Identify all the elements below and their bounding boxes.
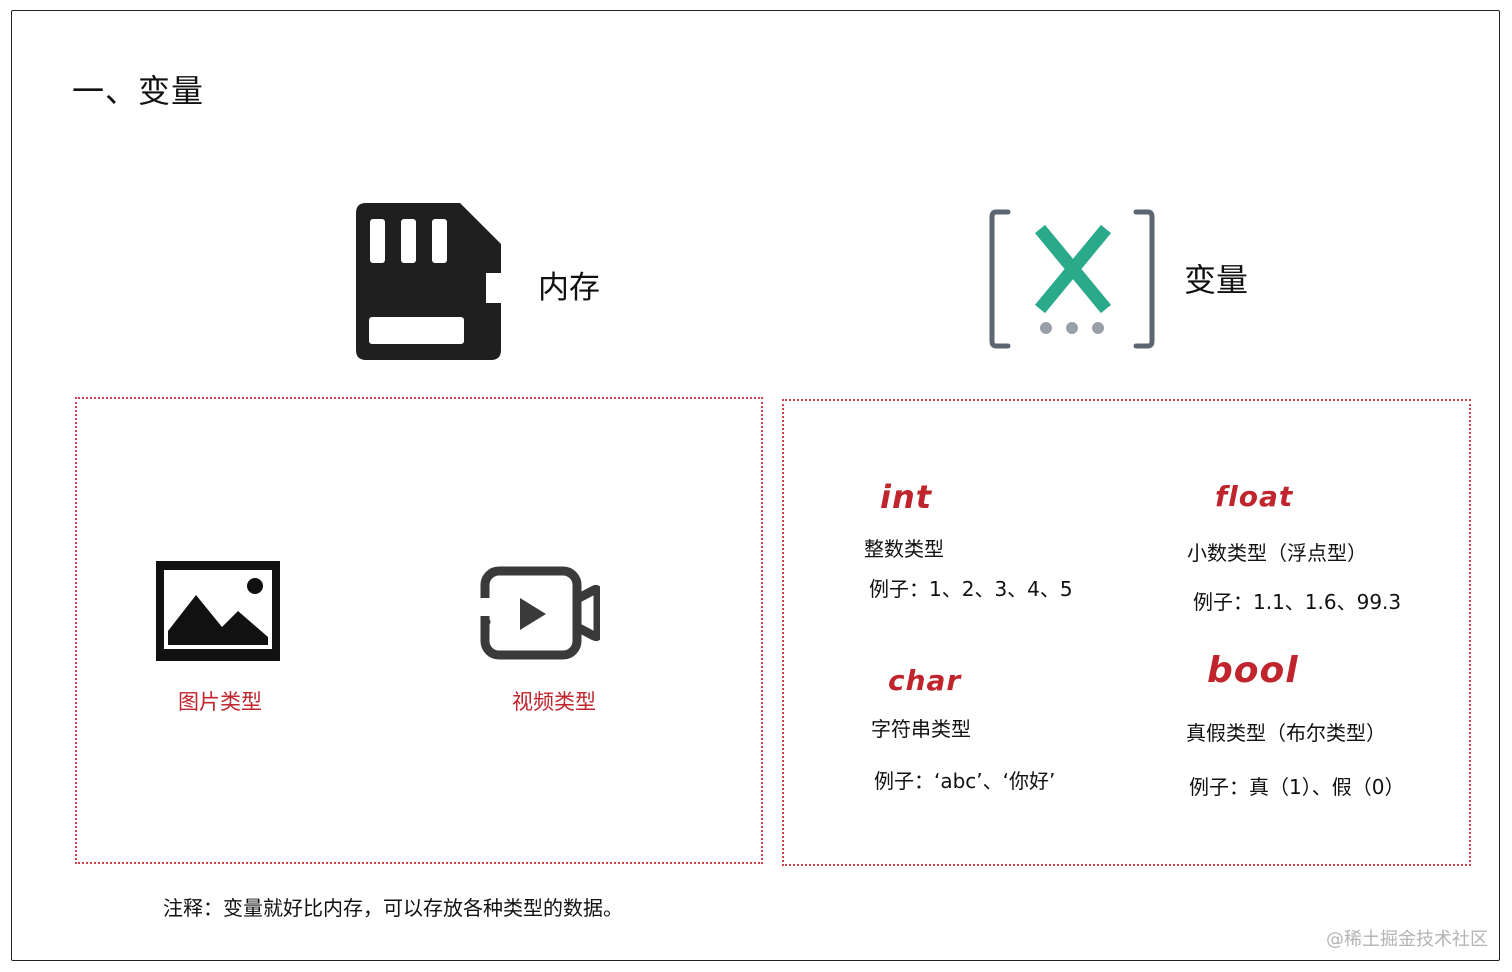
variable-types-box (782, 399, 1471, 866)
int-example: 例子：1、2、3、4、5 (869, 577, 1073, 601)
float-keyword: float (1215, 480, 1294, 513)
picture-type-label: 图片类型 (178, 690, 262, 714)
memory-content-box (75, 397, 763, 864)
bool-desc: 真假类型（布尔类型） (1186, 721, 1386, 745)
watermark: @稀土掘金技术社区 (1326, 929, 1488, 950)
int-keyword: int (880, 478, 933, 516)
sd-card-icon (356, 203, 501, 360)
bool-keyword: bool (1207, 650, 1299, 691)
memory-label: 内存 (538, 270, 600, 306)
footnote: 注释：变量就好比内存，可以存放各种类型的数据。 (163, 896, 623, 920)
float-example: 例子：1.1、1.6、99.3 (1193, 590, 1402, 614)
page-title: 一、变量 (72, 72, 205, 110)
slide-frame (11, 10, 1500, 961)
int-desc: 整数类型 (864, 537, 944, 561)
picture-icon (156, 561, 280, 661)
video-type-label: 视频类型 (512, 690, 596, 714)
bool-example: 例子：真（1）、假（0） (1189, 775, 1405, 799)
char-keyword: char (888, 664, 962, 697)
variable-bracket-x-icon (989, 209, 1155, 349)
video-icon (480, 566, 600, 660)
variable-label: 变量 (1184, 261, 1249, 299)
char-desc: 字符串类型 (871, 717, 971, 741)
char-example: 例子：‘abc’、‘你好’ (874, 769, 1056, 793)
float-desc: 小数类型（浮点型） (1187, 541, 1367, 565)
